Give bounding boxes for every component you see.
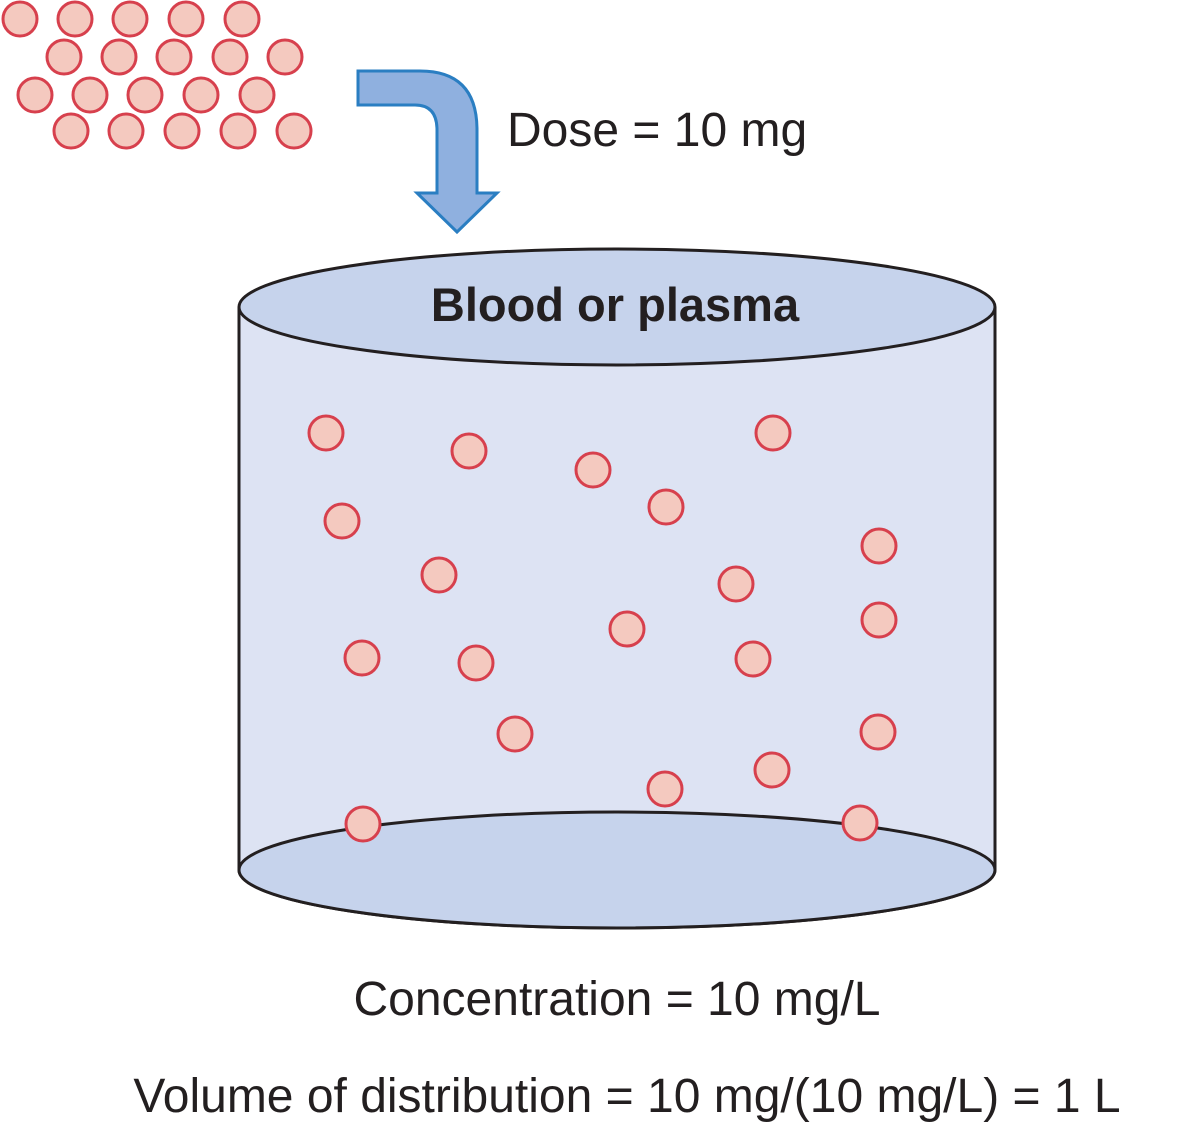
dose-label: Dose = 10 mg [507, 104, 807, 157]
drug-molecule-icon [754, 414, 792, 452]
concentration-label: Concentration = 10 mg/L [354, 973, 881, 1026]
drug-molecule-icon [647, 488, 685, 526]
drug-molecule-icon [100, 38, 138, 76]
cylinder-bottom [237, 810, 997, 930]
drug-molecule-icon [323, 502, 361, 540]
drug-molecule-icon [841, 804, 879, 842]
distributed-molecule-group [307, 414, 898, 843]
drug-molecule-icon [859, 713, 897, 751]
curved-down-arrow-icon [356, 69, 501, 235]
drug-molecule-icon [155, 38, 193, 76]
drug-molecule-icon [646, 770, 684, 808]
drug-molecule-icon [275, 112, 313, 150]
drug-molecule-icon [496, 715, 534, 753]
drug-molecule-icon [450, 432, 488, 470]
drug-molecule-icon [717, 565, 755, 603]
drug-molecule-icon [457, 644, 495, 682]
drug-molecule-icon [163, 112, 201, 150]
drug-molecule-icon [753, 751, 791, 789]
drug-molecule-icon [111, 0, 149, 38]
drug-molecule-icon [608, 610, 646, 648]
dose-molecule-cluster [1, 0, 313, 150]
drug-molecule-icon [223, 0, 261, 38]
volume-of-distribution-label: Volume of distribution = 10 mg/(10 mg/L)… [133, 1070, 1120, 1123]
drug-molecule-icon [238, 76, 276, 114]
drug-molecule-icon [107, 112, 145, 150]
drug-molecule-icon [1, 0, 39, 38]
drug-molecule-icon [56, 0, 94, 38]
drug-molecule-icon [167, 0, 205, 38]
drug-molecule-icon [182, 76, 220, 114]
drug-molecule-icon [734, 640, 772, 678]
drug-molecule-icon [52, 112, 90, 150]
drug-molecule-icon [16, 76, 54, 114]
drug-molecule-icon [860, 527, 898, 565]
drug-molecule-icon [266, 38, 304, 76]
drug-molecule-icon [126, 76, 164, 114]
drug-molecule-icon [307, 414, 345, 452]
drug-molecule-icon [343, 639, 381, 677]
drug-molecule-icon [344, 805, 382, 843]
drug-molecule-icon [71, 76, 109, 114]
cylinder-top [237, 247, 997, 367]
drug-molecule-icon [219, 112, 257, 150]
drug-molecule-icon [574, 451, 612, 489]
drug-molecule-icon [420, 556, 458, 594]
drug-molecule-icon [45, 38, 83, 76]
drug-molecule-icon [860, 601, 898, 639]
drug-molecule-icon [211, 38, 249, 76]
container-label: Blood or plasma [431, 278, 800, 331]
